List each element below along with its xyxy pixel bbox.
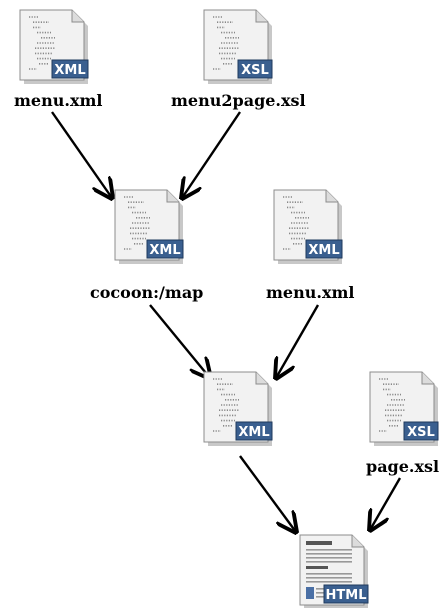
node-output-html: HTML (299, 534, 369, 608)
node-cocoon-map: XML cocoon:/map (90, 189, 203, 302)
file-type-badge: XML (308, 243, 339, 258)
html-file-icon: HTML (299, 534, 369, 608)
arrow-menu2page-xsl-to-cocoon-map (182, 111, 241, 198)
node-page-xsl: XSL page.xsl (366, 371, 439, 476)
arrow-page-xsl-to-output-html (370, 477, 402, 530)
arrow-menu-xml-2-to-merged-xml (276, 304, 320, 378)
node-merged-xml: XML (203, 371, 273, 446)
xsl-file-icon: XSL (369, 371, 439, 446)
xml-file-icon: XML (19, 9, 89, 84)
node-menu-xml: XML menu.xml (14, 9, 103, 110)
node-label: menu2page.xsl (171, 91, 306, 110)
file-type-badge: XML (238, 425, 269, 440)
xml-file-icon: XML (273, 189, 343, 264)
arrow-merged-xml-to-output-html (239, 455, 296, 532)
file-type-badge: XML (54, 63, 85, 78)
file-type-badge: XSL (407, 425, 435, 440)
xml-file-icon: XML (114, 189, 184, 264)
xsl-file-icon: XSL (203, 9, 273, 84)
file-type-badge: XML (149, 243, 180, 258)
node-menu2page-xsl: XSL menu2page.xsl (171, 9, 306, 110)
node-menu-xml-2: XML menu.xml (266, 189, 355, 302)
node-label: page.xsl (366, 457, 439, 476)
node-label: cocoon:/map (90, 283, 203, 302)
node-label: menu.xml (14, 91, 103, 110)
edges (51, 111, 402, 532)
arrow-cocoon-map-to-merged-xml (149, 304, 210, 378)
file-type-badge: HTML (326, 588, 367, 603)
file-type-badge: XSL (241, 63, 269, 78)
arrow-menu-xml-1-to-cocoon-map (51, 111, 112, 198)
node-label: menu.xml (266, 283, 355, 302)
xml-file-icon: XML (203, 371, 273, 446)
